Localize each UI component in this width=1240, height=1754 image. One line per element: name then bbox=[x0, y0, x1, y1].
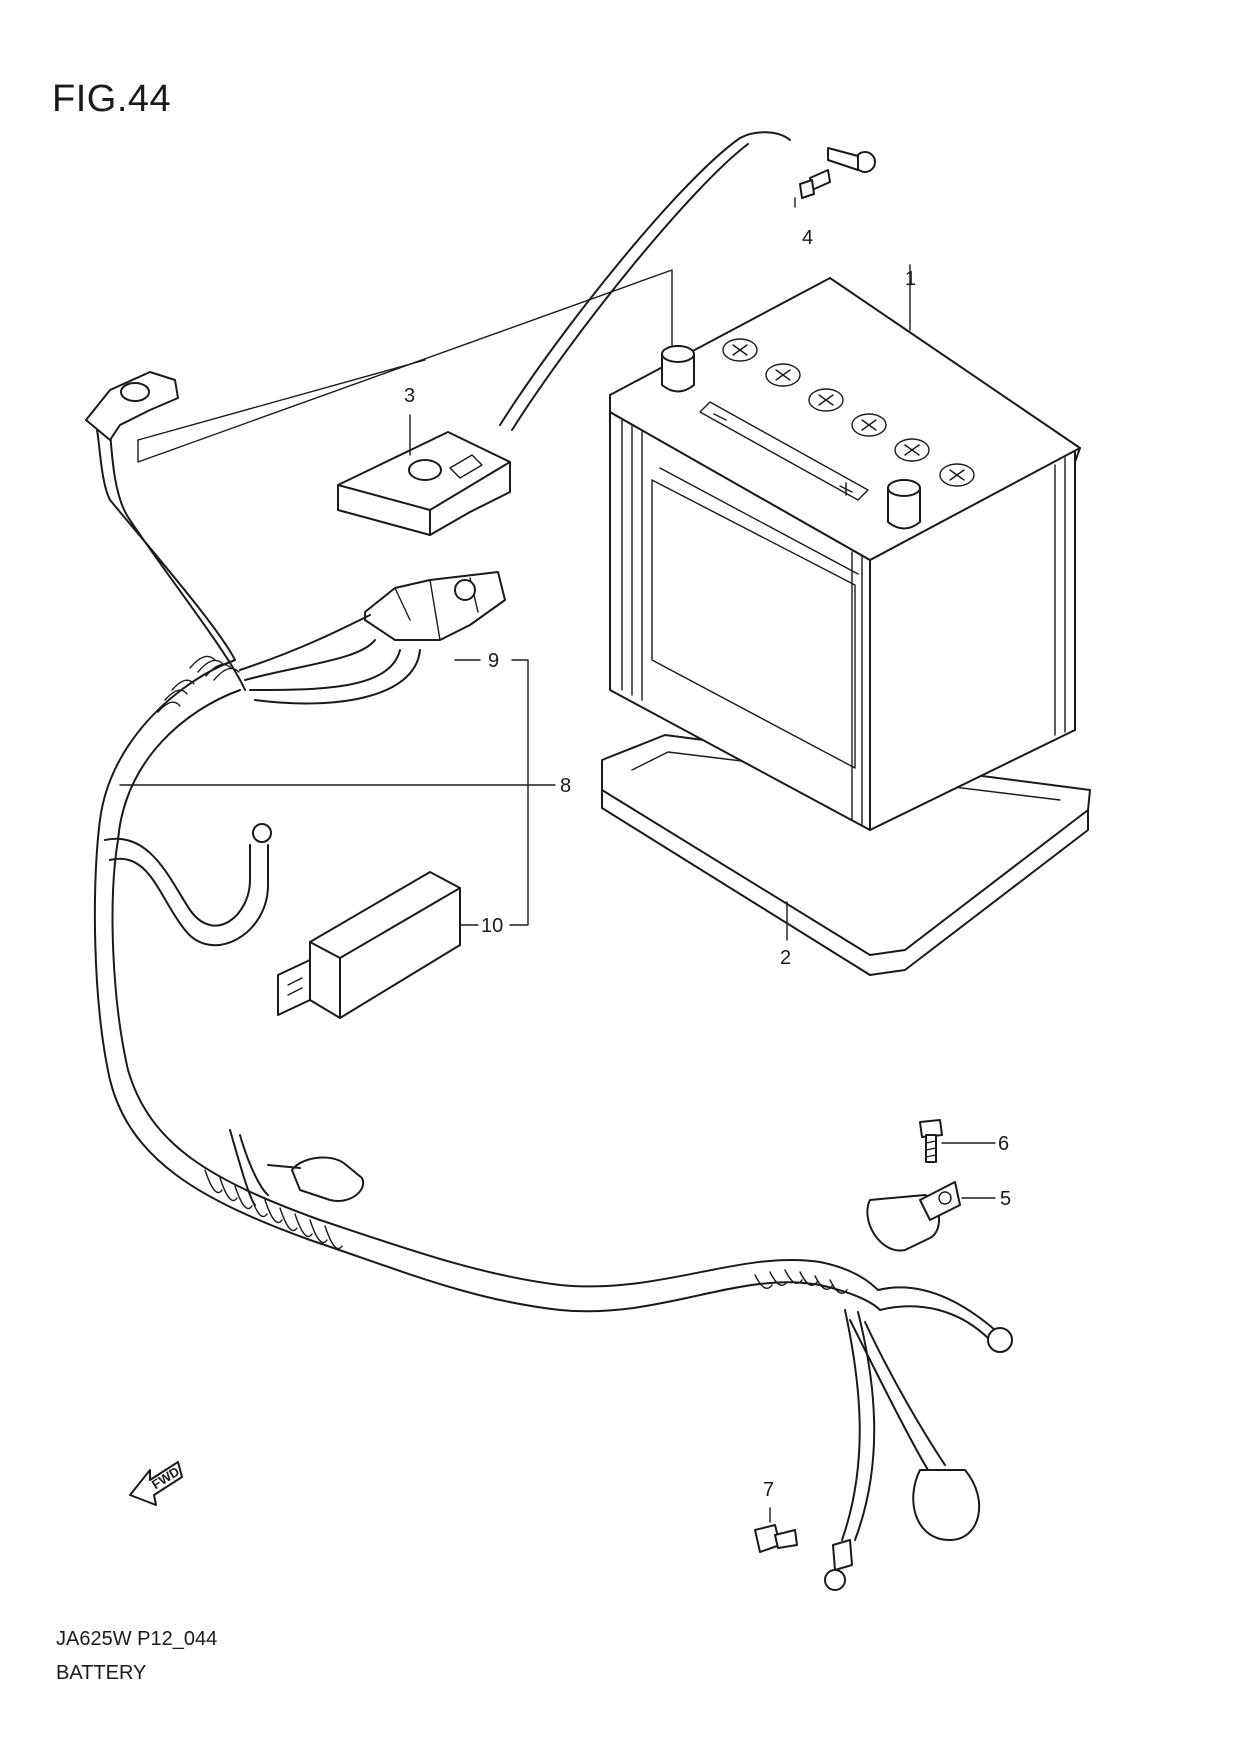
battery bbox=[609, 277, 1081, 831]
wiring-harness bbox=[85, 371, 1013, 1591]
assembly-leaders bbox=[137, 269, 673, 463]
callout-4: 4 bbox=[802, 227, 813, 249]
diagram-code: JA625W P12_044 bbox=[56, 1628, 218, 1650]
ground-cable bbox=[499, 131, 876, 431]
callout-1: 1 bbox=[905, 268, 916, 290]
fuse-block bbox=[277, 871, 461, 1019]
callout-7: 7 bbox=[763, 1479, 774, 1501]
diagram-name: BATTERY bbox=[56, 1662, 147, 1684]
bolt-4 bbox=[799, 169, 831, 199]
ground-terminal bbox=[866, 1181, 961, 1252]
callout-leaders bbox=[119, 197, 996, 1523]
callout-3: 3 bbox=[404, 385, 415, 407]
callout-10: 10 bbox=[481, 915, 503, 937]
terminal-clamp bbox=[364, 571, 506, 641]
callout-6: 6 bbox=[998, 1133, 1009, 1155]
bolt-7 bbox=[754, 1524, 798, 1553]
callout-5: 5 bbox=[1000, 1188, 1011, 1210]
callout-8: 8 bbox=[560, 775, 571, 797]
figure-title: FIG.44 bbox=[52, 78, 172, 120]
callout-9: 9 bbox=[488, 650, 499, 672]
callout-2: 2 bbox=[780, 947, 791, 969]
fwd-arrow-icon: FWD bbox=[129, 1461, 183, 1506]
terminal-cover bbox=[337, 431, 511, 536]
bolt-6 bbox=[919, 1119, 943, 1163]
